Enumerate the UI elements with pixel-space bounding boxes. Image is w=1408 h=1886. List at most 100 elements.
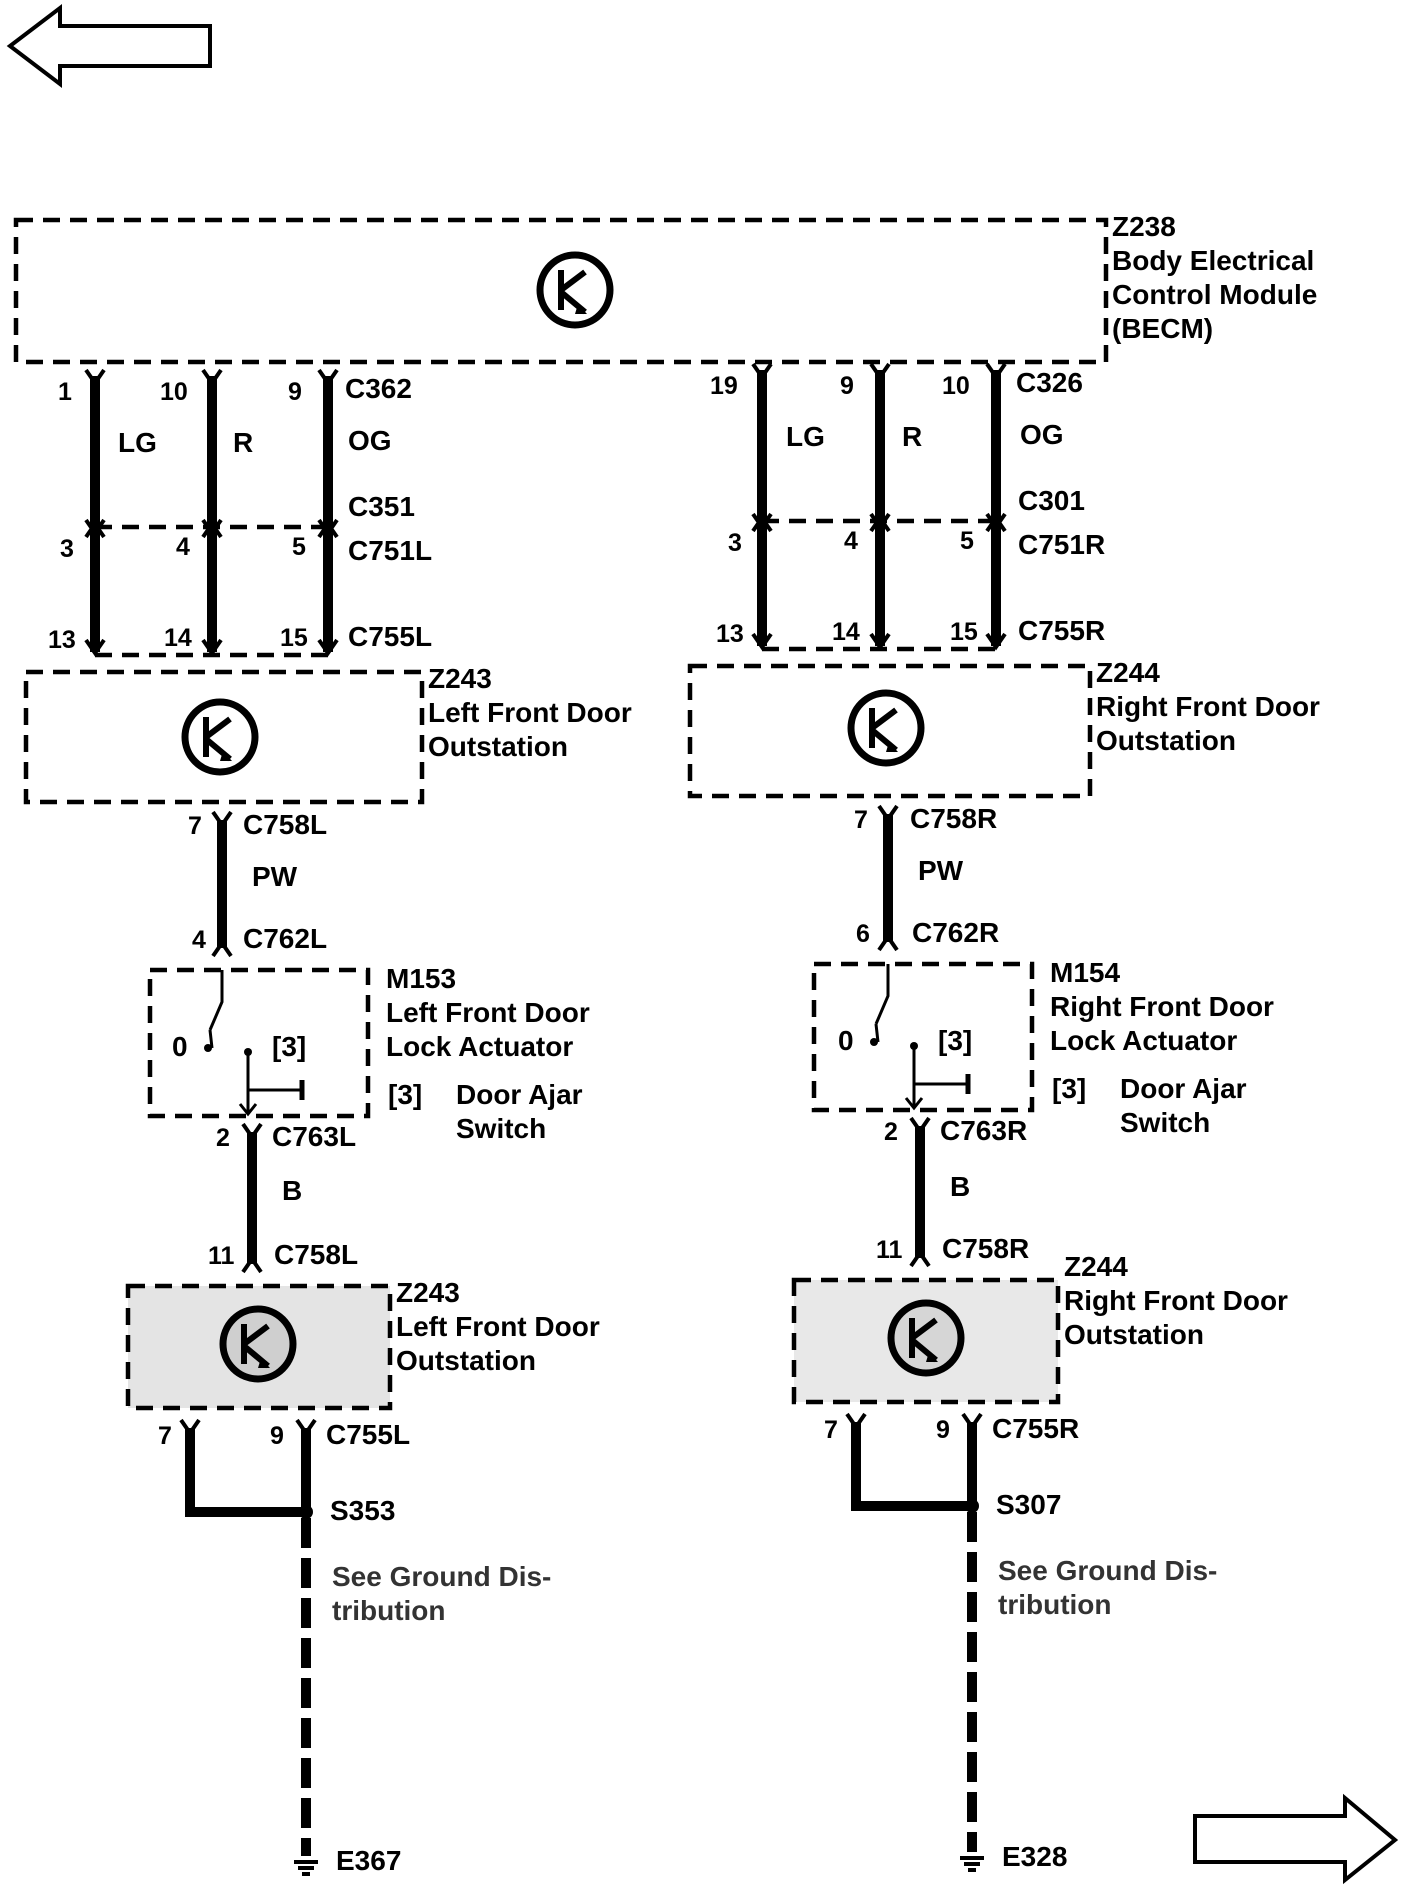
becm-name-3: (BECM) — [1112, 313, 1213, 344]
left-wire-color-2: R — [233, 427, 253, 458]
right-see-1: See Ground Dis- — [998, 1555, 1217, 1586]
right-actuator-note1: Door Ajar — [1120, 1073, 1247, 1104]
right-pw-top-pin: 7 — [854, 806, 868, 834]
module-icon — [536, 251, 614, 329]
left-b-bot-conn: C758L — [274, 1239, 358, 1270]
left-actuator-ref: [3] — [272, 1031, 306, 1062]
right-gnd-conn: C755R — [992, 1413, 1079, 1444]
right-gnd-pin-a: 7 — [824, 1416, 838, 1444]
right-actuator-box — [811, 961, 1035, 1113]
right-b-top-conn: C763R — [940, 1115, 1027, 1146]
right-pw-top-conn: C758R — [910, 803, 997, 834]
left-see-2: tribution — [332, 1595, 446, 1626]
left-pin-top-1: 1 — [58, 378, 72, 406]
left-actuator-state: 0 — [172, 1031, 188, 1062]
right-b-bot-pin: 11 — [876, 1236, 903, 1264]
right-outstation-line2: Outstation — [1096, 725, 1236, 756]
left-pin-low-1: 13 — [48, 626, 76, 654]
right-actuator-ref: [3] — [938, 1025, 972, 1056]
left-gnd-pin-b: 9 — [270, 1422, 284, 1450]
right-actuator-note-ref: [3] — [1052, 1073, 1086, 1104]
left-actuator-note1: Door Ajar — [456, 1079, 583, 1110]
becm-name-2: Control Module — [1112, 279, 1317, 310]
module-icon — [887, 1299, 965, 1377]
left-arrow-icon[interactable] — [6, 3, 212, 89]
left-outstation-line1: Left Front Door — [428, 697, 632, 728]
left-outstation-box — [23, 669, 425, 805]
left-b-top-pin: 2 — [216, 1124, 230, 1152]
left-conn-low: C755L — [348, 621, 432, 652]
right-conn-top: C326 — [1016, 367, 1083, 398]
right-pin-mid-2: 4 — [844, 527, 858, 555]
left-actuator-line2: Lock Actuator — [386, 1031, 573, 1062]
right-pin-top-2: 9 — [840, 372, 854, 400]
left-outstation2-id: Z243 — [396, 1277, 460, 1308]
module-icon — [847, 689, 925, 767]
left-pin-mid-1: 3 — [60, 535, 74, 563]
right-pw-bot-conn: C762R — [912, 917, 999, 948]
left-pin-low-2: 14 — [164, 624, 192, 652]
left-b-color: B — [282, 1175, 302, 1206]
right-pin-top-1: 19 — [710, 372, 738, 400]
left-pw-color: PW — [252, 861, 298, 892]
left-see-1: See Ground Dis- — [332, 1561, 551, 1592]
ground-icon — [294, 1860, 318, 1876]
left-pin-low-3: 15 — [280, 624, 308, 652]
becm-name-1: Body Electrical — [1112, 245, 1314, 276]
right-wire-color-1: LG — [786, 421, 825, 452]
right-ground-id: E328 — [1002, 1841, 1067, 1872]
left-outstation2-line2: Outstation — [396, 1345, 536, 1376]
door-ajar-switch-icon — [204, 970, 305, 1117]
left-pw-bot-conn: C762L — [243, 923, 327, 954]
right-conn-mid: C301 — [1018, 485, 1085, 516]
right-wire-color-3: OG — [1020, 419, 1064, 450]
right-pw-bot-pin: 6 — [856, 920, 870, 948]
right-pin-mid-3: 5 — [960, 527, 974, 555]
left-pin-mid-2: 4 — [176, 533, 190, 561]
right-b-top-pin: 2 — [884, 1118, 898, 1146]
right-harness — [751, 362, 1007, 652]
left-conn-mid-2: C751L — [348, 535, 432, 566]
right-arrow-icon[interactable] — [1193, 1793, 1399, 1885]
left-harness — [84, 368, 339, 658]
left-gnd-pin-a: 7 — [158, 1422, 172, 1450]
right-outstation2-line2: Outstation — [1064, 1319, 1204, 1350]
left-gnd-conn: C755L — [326, 1419, 410, 1450]
right-outstation-box — [687, 663, 1093, 799]
module-icon — [219, 1305, 297, 1383]
left-conn-top: C362 — [345, 373, 412, 404]
right-actuator-line2: Lock Actuator — [1050, 1025, 1237, 1056]
left-actuator-box — [147, 967, 371, 1119]
right-gnd-pin-b: 9 — [936, 1416, 950, 1444]
right-outstation-line1: Right Front Door — [1096, 691, 1320, 722]
left-wire-color-1: LG — [118, 427, 157, 458]
right-actuator-state: 0 — [838, 1025, 854, 1056]
right-pin-top-3: 10 — [942, 372, 970, 400]
ground-icon — [960, 1856, 984, 1872]
right-splice: S307 — [996, 1489, 1061, 1520]
left-ground-id: E367 — [336, 1845, 401, 1876]
right-actuator-id: M154 — [1050, 957, 1120, 988]
left-outstation2-line1: Left Front Door — [396, 1311, 600, 1342]
right-conn-mid-2: C751R — [1018, 529, 1105, 560]
left-pin-mid-3: 5 — [292, 533, 306, 561]
left-pin-top-2: 10 — [160, 378, 188, 406]
right-pin-low-1: 13 — [716, 620, 744, 648]
left-pw-top-pin: 7 — [188, 812, 202, 840]
right-pin-low-3: 15 — [950, 618, 978, 646]
left-outstation-line2: Outstation — [428, 731, 568, 762]
left-b-top-conn: C763L — [272, 1121, 356, 1152]
left-actuator-note-ref: [3] — [388, 1079, 422, 1110]
left-splice: S353 — [330, 1495, 395, 1526]
right-see-2: tribution — [998, 1589, 1112, 1620]
becm-id: Z238 — [1112, 211, 1176, 242]
left-pin-top-3: 9 — [288, 378, 302, 406]
module-icon — [181, 698, 259, 776]
right-actuator-line1: Right Front Door — [1050, 991, 1274, 1022]
right-outstation2-id: Z244 — [1064, 1251, 1128, 1282]
right-outstation2-line1: Right Front Door — [1064, 1285, 1288, 1316]
right-b-bot-conn: C758R — [942, 1233, 1029, 1264]
becm-module-box — [13, 217, 1109, 365]
left-conn-mid: C351 — [348, 491, 415, 522]
